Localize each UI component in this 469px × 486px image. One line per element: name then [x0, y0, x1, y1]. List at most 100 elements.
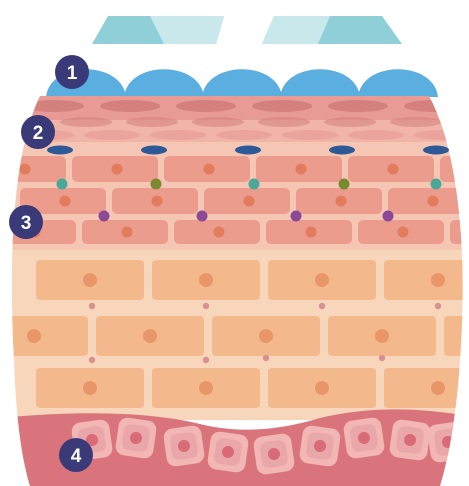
granule-dot — [291, 211, 302, 222]
basal-cell — [299, 425, 342, 468]
layer-2-oval — [404, 100, 464, 112]
layer-3-nucleus — [428, 196, 439, 207]
basal-cell — [389, 419, 432, 462]
layer-2-oval — [176, 100, 236, 112]
layer-2-oval — [100, 100, 160, 112]
granule-dot — [339, 179, 350, 190]
spinosum-junction-dot — [89, 357, 95, 363]
flat-cell-icon — [329, 146, 355, 155]
marker-1[interactable]: 1 — [55, 55, 89, 89]
flake-right-highlight — [262, 16, 330, 44]
spinosum-junction-dot — [319, 303, 325, 309]
layer-2-oval — [348, 130, 404, 140]
dome-cell-icon — [280, 69, 360, 97]
marker-1-label: 1 — [67, 63, 78, 84]
flat-cell-icon — [141, 146, 167, 155]
spinosum-junction-dot — [379, 355, 385, 361]
spinosum-nucleus — [199, 381, 213, 395]
basal-cell — [427, 421, 469, 464]
marker-3[interactable]: 3 — [9, 205, 43, 239]
spinosum-cell — [444, 316, 469, 356]
spinosum-nucleus — [431, 381, 445, 395]
flat-cell-icon — [423, 146, 449, 155]
spinosum-nucleus — [199, 273, 213, 287]
layer-2-oval — [150, 130, 206, 140]
layer-2-oval — [324, 117, 376, 127]
spinosum-nucleus — [83, 273, 97, 287]
spinosum-nucleus — [143, 329, 157, 343]
layer-3-nucleus — [214, 227, 225, 238]
layer-3-nucleus — [398, 227, 409, 238]
layer-3-cell — [450, 220, 469, 244]
spinosum-junction-dot — [89, 303, 95, 309]
spinosum-nucleus — [375, 329, 389, 343]
layer-2-oval — [252, 100, 312, 112]
layer-3-nucleus — [388, 164, 399, 175]
layer-2-oval — [258, 117, 310, 127]
spinosum-nucleus — [27, 329, 41, 343]
granule-dot — [99, 211, 110, 222]
spinosum-junction-dot — [435, 303, 441, 309]
layer-3-nucleus — [152, 196, 163, 207]
layer-3-nucleus — [204, 164, 215, 175]
marker-2-label: 2 — [33, 123, 44, 144]
layer-2-oval — [192, 117, 244, 127]
spinosum-nucleus — [315, 273, 329, 287]
flat-cell-icon — [235, 146, 261, 155]
granule-dot — [431, 179, 442, 190]
layer-2-oval — [414, 130, 469, 140]
layer-2-oval — [282, 130, 338, 140]
spinosum-cell — [384, 260, 469, 300]
spinosum-nucleus — [83, 381, 97, 395]
dome-cell-icon — [358, 69, 438, 97]
granule-dot — [151, 179, 162, 190]
spinosum-junction-dot — [203, 357, 209, 363]
marker-3-label: 3 — [21, 213, 32, 234]
layer-3-nucleus — [336, 196, 347, 207]
basal-cell — [343, 417, 386, 460]
spinosum-cell — [0, 316, 88, 356]
basal-cell — [115, 417, 158, 460]
layer-2-oval — [456, 117, 469, 127]
spinosum-junction-dot — [263, 355, 269, 361]
layer-3-cell — [0, 156, 66, 182]
layer-spinosum-cells — [0, 260, 469, 408]
flat-cell-icon — [47, 146, 73, 155]
marker-2[interactable]: 2 — [21, 115, 55, 149]
layer-3-nucleus — [112, 164, 123, 175]
layer-3-nucleus — [20, 164, 31, 175]
granule-dot — [383, 211, 394, 222]
marker-4[interactable]: 4 — [59, 438, 93, 472]
granule-dot — [57, 179, 68, 190]
spinosum-nucleus — [259, 329, 273, 343]
layer-2-oval — [24, 100, 84, 112]
layer-2-oval — [216, 130, 272, 140]
layer-2-oval — [126, 117, 178, 127]
marker-4-label: 4 — [71, 446, 82, 467]
spinosum-junction-dot — [203, 303, 209, 309]
dome-cell-icon — [202, 69, 282, 97]
basal-cell — [207, 431, 250, 474]
skin-flakes — [92, 16, 402, 44]
layer-3-cell — [440, 156, 469, 182]
granule-dot — [249, 179, 260, 190]
dome-cell-icon — [124, 69, 204, 97]
dome-cells — [46, 69, 438, 97]
granule-dot — [197, 211, 208, 222]
spinosum-cell — [384, 368, 469, 408]
layer-3-nucleus — [122, 227, 133, 238]
spinosum-nucleus — [315, 381, 329, 395]
layer-2-oval — [60, 117, 112, 127]
basal-cell — [253, 433, 296, 476]
layer-2-oval — [390, 117, 442, 127]
layer-3-nucleus — [60, 196, 71, 207]
skin-cross-section — [0, 96, 469, 486]
layer-2-oval — [84, 130, 140, 140]
spinosum-nucleus — [431, 273, 445, 287]
layer-3-nucleus — [306, 227, 317, 238]
layer-3-nucleus — [296, 164, 307, 175]
layer-2-oval — [328, 100, 388, 112]
layer-3-nucleus — [244, 196, 255, 207]
basal-cell — [163, 425, 206, 468]
